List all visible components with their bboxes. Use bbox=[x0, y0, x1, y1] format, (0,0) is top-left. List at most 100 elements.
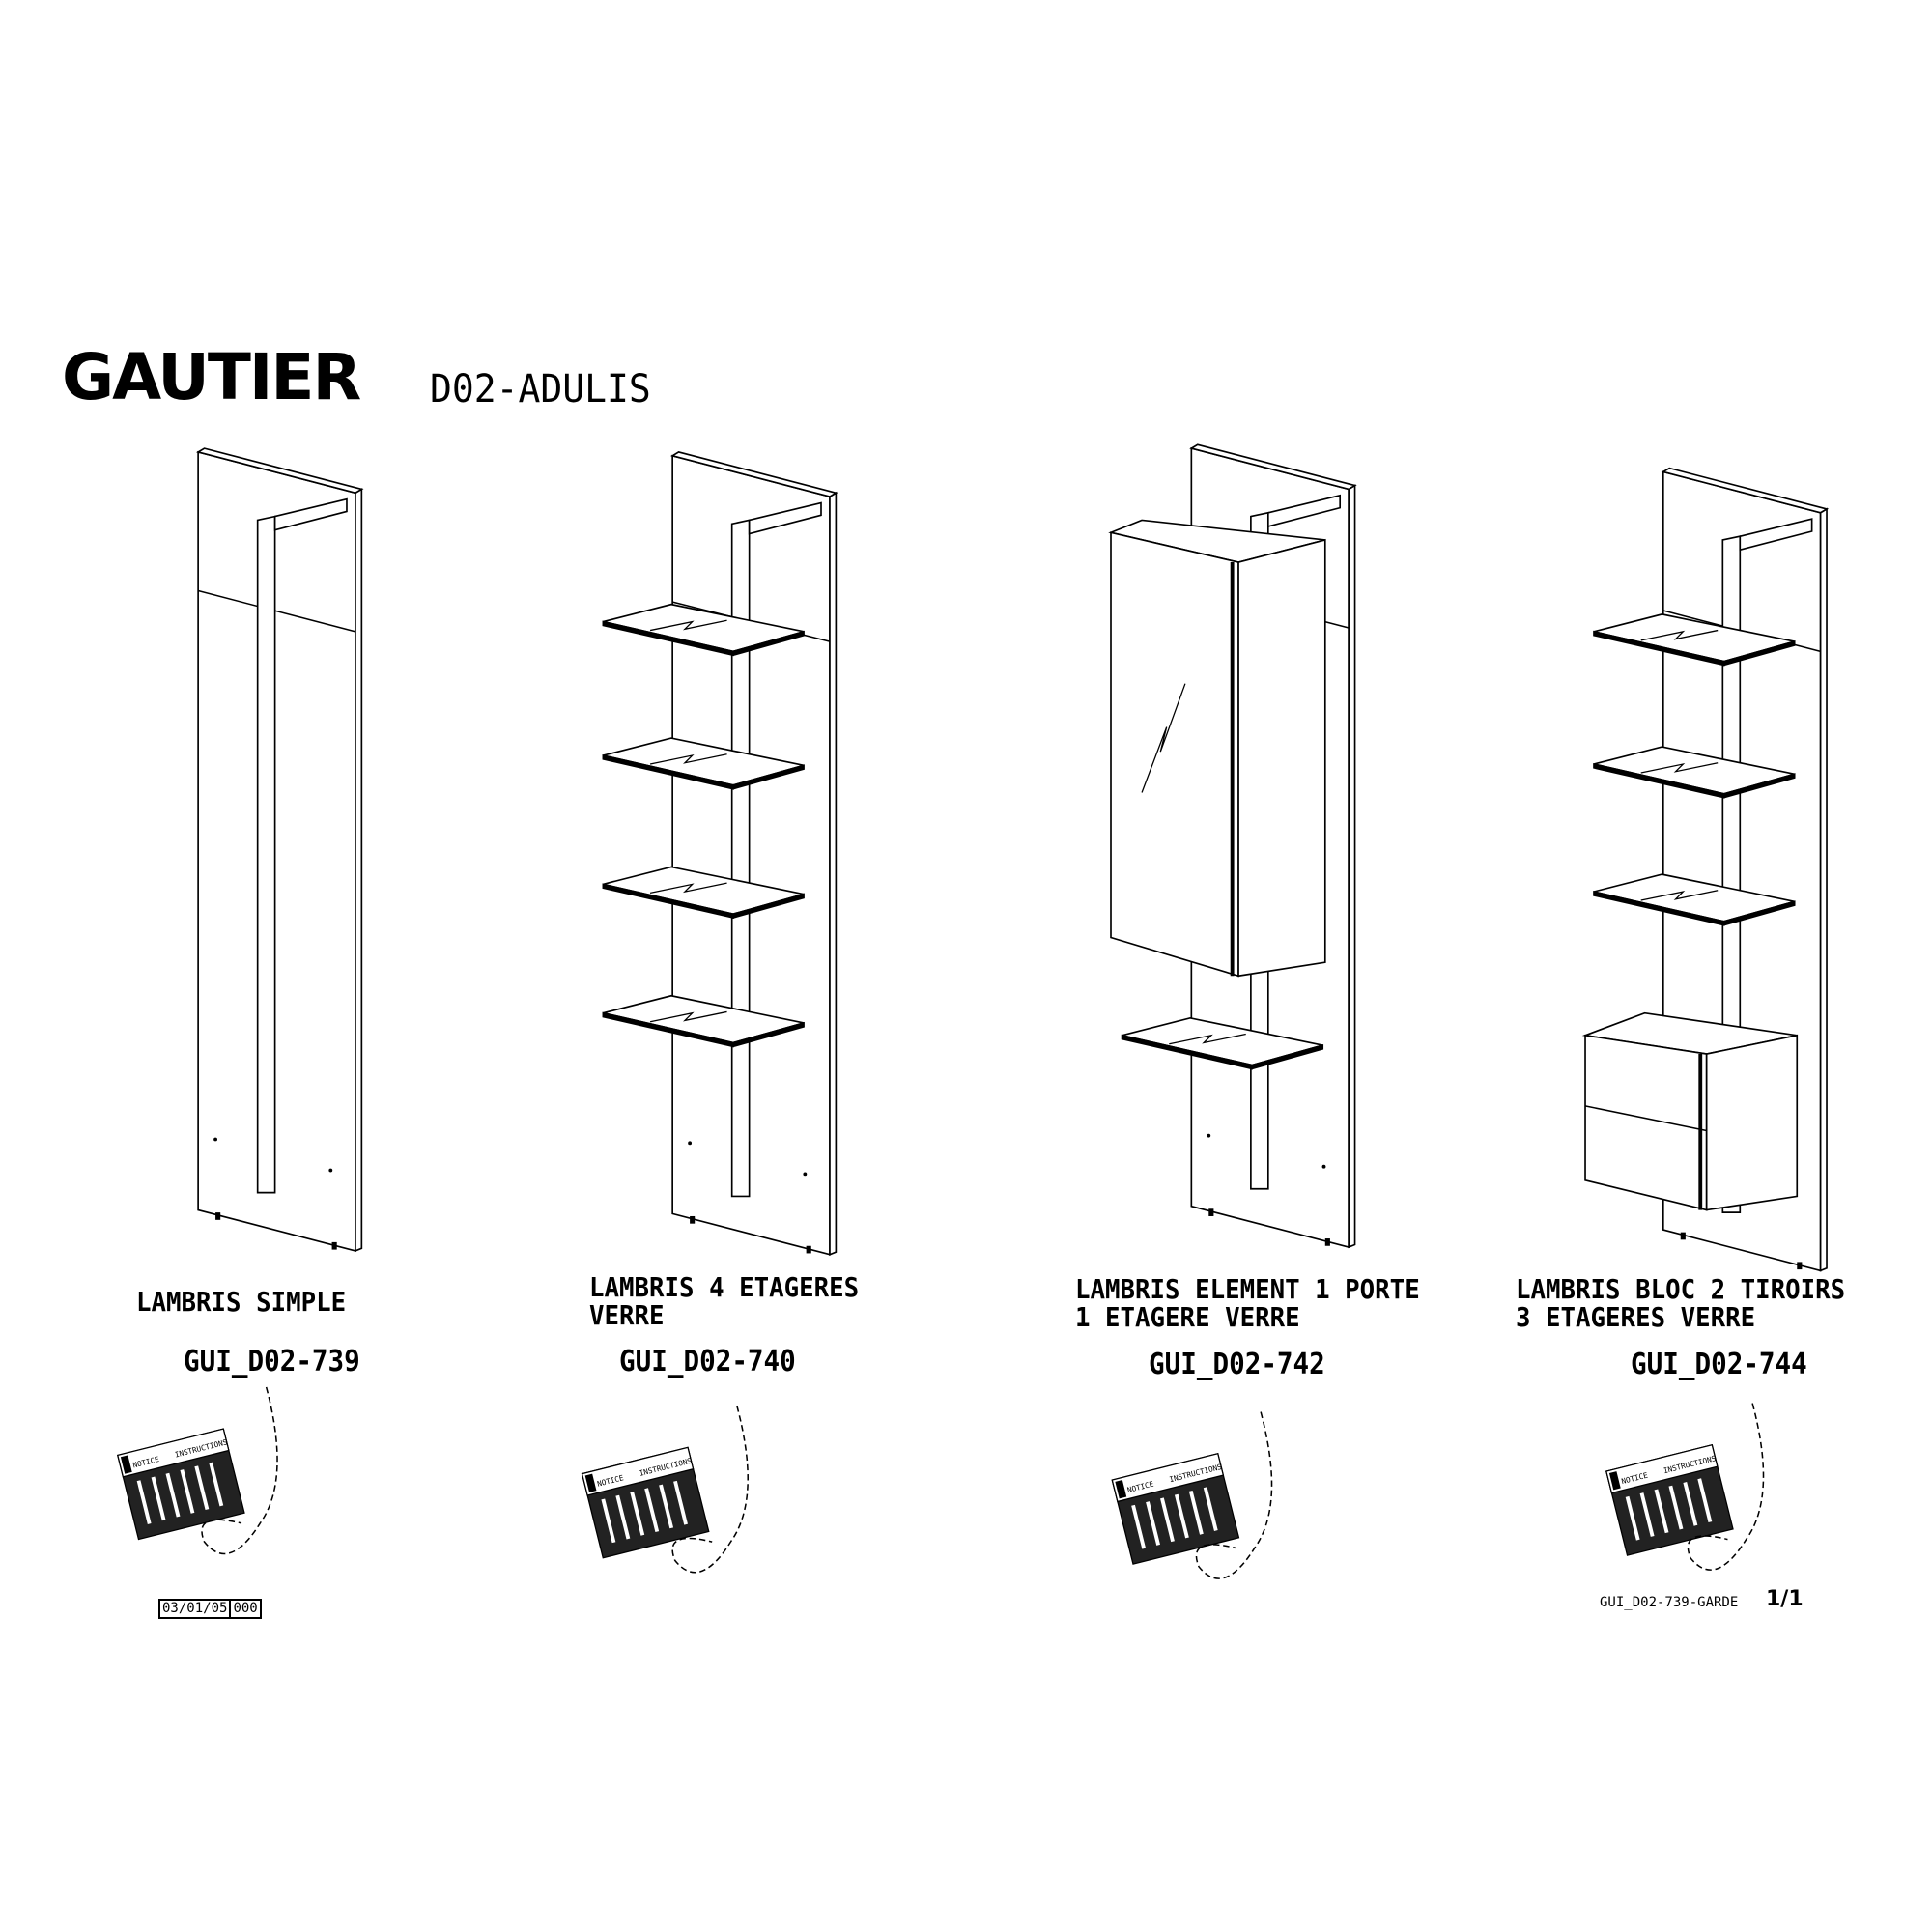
panel-side bbox=[1348, 484, 1356, 1249]
glass-reflection-mark bbox=[1640, 890, 1719, 901]
booklet-pattern bbox=[1131, 1504, 1147, 1549]
foot bbox=[690, 1215, 696, 1224]
panel-side bbox=[355, 487, 363, 1253]
label-line: VERRE bbox=[589, 1299, 665, 1331]
fixing-hole bbox=[1321, 1164, 1326, 1169]
document-reference: GUI_D02-739-GARDE bbox=[1600, 1595, 1739, 1610]
booklet-logo-icon bbox=[1608, 1471, 1621, 1491]
glass-shelf bbox=[1121, 1016, 1324, 1070]
booklet-pattern bbox=[601, 1498, 616, 1544]
label-line: LAMBRIS ELEMENT 1 PORTE bbox=[1075, 1273, 1420, 1305]
door-cabinet bbox=[1108, 519, 1326, 978]
glass-shelf bbox=[1593, 746, 1796, 799]
fixing-hole bbox=[688, 1141, 693, 1146]
unit-3-label: LAMBRIS ELEMENT 1 PORTE 1 ETAGERE VERRE bbox=[1075, 1275, 1420, 1331]
panel-side bbox=[829, 491, 838, 1256]
shelf-edge bbox=[732, 1021, 805, 1048]
booklet-pattern bbox=[1146, 1501, 1160, 1546]
dashed-leader-line bbox=[1687, 1403, 1765, 1571]
furniture-unit-3 bbox=[1108, 443, 1357, 1249]
drawer-block bbox=[1581, 1011, 1799, 1211]
foot bbox=[1324, 1238, 1330, 1246]
drawer-side bbox=[1705, 1034, 1799, 1211]
booklet-logo-icon bbox=[120, 1455, 132, 1474]
foot bbox=[1680, 1232, 1686, 1240]
drawer-front bbox=[1584, 1034, 1708, 1211]
label-line: LAMBRIS 4 ETAGERES bbox=[589, 1271, 860, 1303]
unit-1-label: LAMBRIS SIMPLE bbox=[136, 1288, 346, 1316]
booklet-pattern bbox=[644, 1488, 660, 1533]
panel-side bbox=[1819, 507, 1828, 1272]
unit-2-label: LAMBRIS 4 ETAGERES VERRE bbox=[589, 1273, 859, 1329]
shelf-edge bbox=[732, 630, 805, 657]
booklet-pattern bbox=[615, 1494, 631, 1540]
foot bbox=[1797, 1262, 1803, 1270]
mirror-reflection-mark bbox=[1141, 683, 1186, 793]
booklet-header bbox=[1605, 1444, 1719, 1494]
cabinet-side bbox=[1237, 538, 1326, 978]
label-line: LAMBRIS SIMPLE bbox=[136, 1286, 347, 1318]
booklet-header bbox=[117, 1428, 230, 1478]
shelf-edge bbox=[1251, 1043, 1324, 1070]
glass-reflection-mark bbox=[1640, 762, 1719, 774]
panel-top bbox=[195, 447, 364, 495]
booklet-pattern bbox=[659, 1484, 674, 1529]
booklet-logo-icon bbox=[1115, 1480, 1127, 1499]
shelf-edge bbox=[1722, 773, 1796, 799]
booklet-logo-icon bbox=[584, 1473, 597, 1492]
unit-2-code: GUI_D02-740 bbox=[619, 1345, 796, 1378]
glass-reflection-mark bbox=[1169, 1033, 1246, 1045]
foot bbox=[215, 1212, 221, 1220]
dashed-leader-line bbox=[1195, 1411, 1273, 1579]
booklet-pattern bbox=[1203, 1487, 1218, 1531]
booklet-pattern bbox=[1639, 1492, 1655, 1537]
shelf-edge bbox=[1722, 900, 1796, 926]
dashed-leader-line bbox=[671, 1405, 749, 1574]
fixing-hole bbox=[803, 1172, 808, 1177]
booklet-pattern bbox=[1174, 1493, 1189, 1539]
label-line: LAMBRIS BLOC 2 TIROIRS bbox=[1516, 1273, 1846, 1305]
date: 03/01/05 bbox=[162, 1601, 228, 1616]
booklet-pattern bbox=[1668, 1485, 1684, 1530]
glass-reflection-mark bbox=[649, 753, 727, 765]
booklet-pattern bbox=[1683, 1482, 1698, 1526]
glass-reflection-mark bbox=[649, 882, 727, 894]
unit-4-label: LAMBRIS BLOC 2 TIROIRS 3 ETAGERES VERRE bbox=[1516, 1275, 1845, 1331]
unit-1-code: GUI_D02-739 bbox=[184, 1345, 360, 1378]
furniture-unit-4 bbox=[1581, 467, 1830, 1272]
unit-4-code: GUI_D02-744 bbox=[1631, 1348, 1807, 1381]
upright-post bbox=[256, 515, 276, 1194]
furniture-unit-1 bbox=[195, 447, 364, 1253]
booklet-pattern bbox=[194, 1465, 210, 1511]
fixing-hole bbox=[1207, 1133, 1211, 1138]
post-bracket bbox=[273, 497, 348, 531]
booklet-pattern bbox=[630, 1492, 645, 1536]
cabinet-door bbox=[1110, 531, 1239, 978]
shelf-edge bbox=[732, 764, 805, 790]
booklet-pattern bbox=[1188, 1490, 1204, 1535]
unit-3-code: GUI_D02-742 bbox=[1149, 1348, 1325, 1381]
post-bracket bbox=[1739, 518, 1813, 552]
drawer-divider bbox=[1584, 1105, 1707, 1132]
booklet-header bbox=[581, 1446, 695, 1496]
panel-top bbox=[1661, 467, 1830, 514]
booklet-pattern bbox=[209, 1462, 224, 1507]
foot bbox=[1208, 1208, 1214, 1216]
post-bracket bbox=[1266, 494, 1342, 527]
panel-top bbox=[670, 451, 838, 497]
booklet-pattern bbox=[673, 1480, 688, 1525]
glass-shelf bbox=[1593, 873, 1796, 926]
back-panel bbox=[671, 454, 831, 1256]
label-line: 1 ETAGERE VERRE bbox=[1075, 1301, 1300, 1333]
revision: 000 bbox=[229, 1601, 259, 1617]
foot bbox=[806, 1245, 811, 1254]
booklet-pattern bbox=[1697, 1478, 1713, 1523]
booklet-pattern bbox=[180, 1469, 195, 1514]
label-line: 3 ETAGERES VERRE bbox=[1516, 1301, 1756, 1333]
model-title: D02-ADULIS bbox=[430, 367, 651, 412]
glass-shelf bbox=[602, 737, 805, 790]
shelf-edge bbox=[732, 893, 805, 920]
